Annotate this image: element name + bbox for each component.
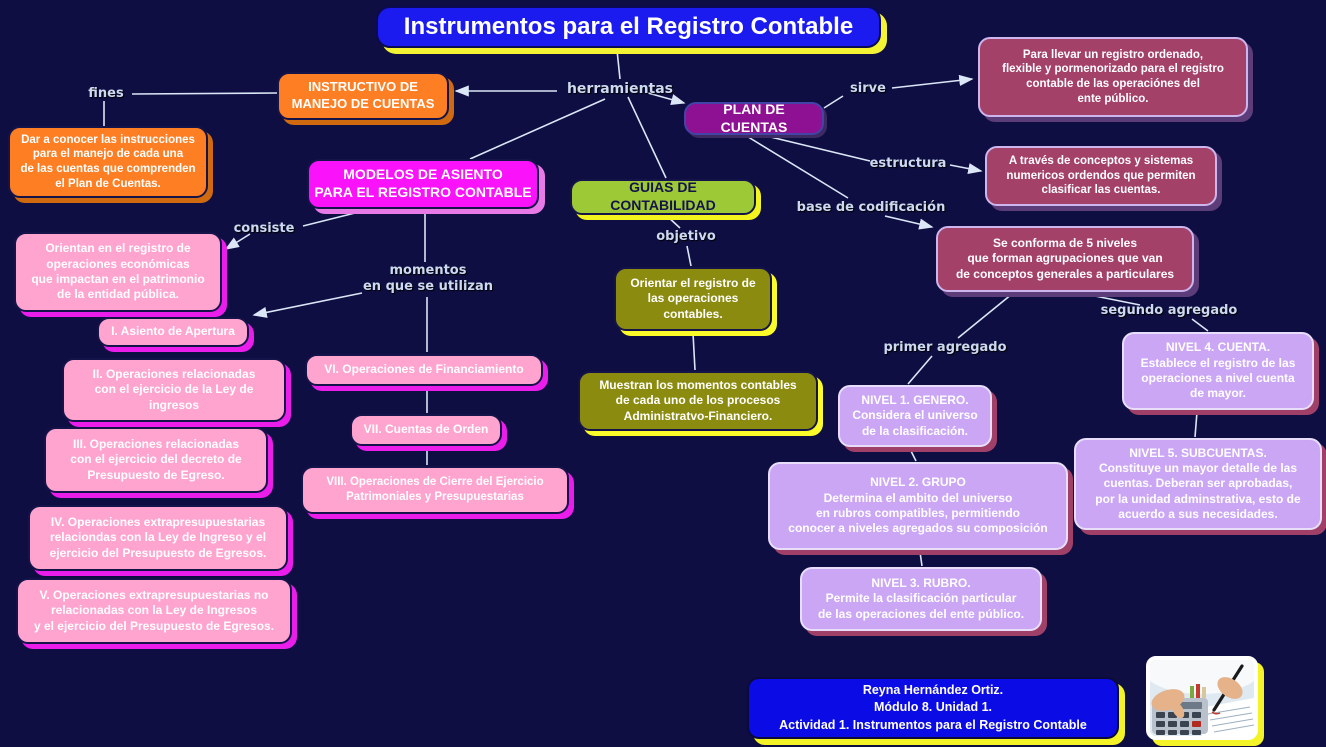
node-asiento-4: IV. Operaciones extrapresupuestarias rel… (28, 505, 288, 571)
line-base-niveles (884, 215, 934, 230)
node-nivel-4: NIVEL 4. CUENTA. Establece el registro d… (1122, 332, 1314, 410)
line-instructivo-fines (131, 92, 278, 95)
line-niveles-primer (957, 293, 1013, 339)
node-guias: GUIAS DE CONTABILIDAD (570, 179, 756, 215)
node-plan-sirve: Para llevar un registro ordenado, flexib… (978, 37, 1248, 117)
node-asiento-3: III. Operaciones relacionadas con el eje… (44, 427, 268, 493)
label-primer-agregado: primer agregado (883, 340, 1007, 355)
line-estructura-box (949, 163, 983, 175)
label-momentos: momentos en que se utilizan (362, 263, 493, 295)
node-nivel-2: NIVEL 2. GRUPO Determina el ambito del u… (768, 462, 1068, 550)
node-nivel-5: NIVEL 5. SUBCUENTAS. Constituye un mayor… (1074, 438, 1322, 530)
line-title-herramientas (616, 49, 621, 80)
line-guias-objetivo (666, 215, 681, 229)
line-objetivo-momentos-box (692, 332, 696, 371)
line-herramientas-guias (627, 96, 667, 179)
node-plan-niveles: Se conforma de 5 niveles que forman agru… (936, 226, 1194, 292)
label-fines: fines (88, 86, 124, 101)
node-asiento-8: VIII. Operaciones de Cierre del Ejercici… (301, 466, 569, 514)
map-title: Instrumentos para el Registro Contable (376, 6, 881, 48)
label-objetivo: objetivo (656, 229, 716, 244)
label-estructura: estructura (869, 156, 947, 171)
node-nivel-1: NIVEL 1. GENERO. Considera el universo d… (838, 385, 992, 447)
line-primer-nivel1 (907, 355, 933, 385)
node-plan-de-cuentas: PLAN DE CUENTAS (684, 101, 824, 135)
node-instructivo-fines: Dar a conocer las instrucciones para el … (8, 126, 208, 198)
line-plan-sirve (823, 95, 844, 109)
line-segundo-nivel4 (1191, 318, 1209, 332)
node-modelos-consiste: Orientan en el registro de operaciones e… (14, 232, 222, 312)
label-herramientas: herramientas (566, 81, 674, 97)
credit-box: Reyna Hernández Ortiz. Módulo 8. Unidad … (747, 677, 1119, 739)
label-sirve: sirve (850, 81, 886, 96)
label-base-codificacion: base de codificación (796, 200, 946, 215)
line-plan-base (744, 134, 849, 199)
label-segundo-agregado: segundo agregado (1100, 303, 1238, 318)
node-guias-objetivo: Orientar el registro de las operaciones … (614, 267, 772, 331)
node-asiento-1: I. Asiento de Apertura (97, 317, 249, 347)
line-momentos-asiento1 (252, 292, 363, 318)
node-plan-estructura: A través de conceptos y sistemas numeric… (985, 146, 1217, 206)
line-herramientas-modelos (469, 98, 606, 160)
accounting-photo-illustration (1150, 660, 1254, 736)
node-modelos: MODELOS DE ASIENTO PARA EL REGISTRO CONT… (307, 159, 539, 209)
line-modelos-consiste (302, 209, 368, 227)
node-instructivo: INSTRUCTIVO DE MANEJO DE CUENTAS (277, 72, 449, 120)
line-objetivo-box (686, 245, 692, 267)
line-plan-estructura (757, 133, 871, 162)
line-nivel2-nivel3 (919, 551, 923, 567)
node-asiento-5: V. Operaciones extrapresupuestarias no r… (16, 578, 292, 644)
node-asiento-2: II. Operaciones relacionadas con el ejer… (62, 358, 286, 422)
line-nivel4-nivel5 (1194, 411, 1198, 438)
node-asiento-6: VI. Operaciones de Financiamiento (305, 354, 543, 386)
node-asiento-7: VII. Cuentas de Orden (350, 414, 502, 446)
line-nivel1-nivel2 (909, 448, 917, 462)
line-sirve-box (891, 74, 974, 89)
node-nivel-3: NIVEL 3. RUBRO. Permite la clasificación… (800, 567, 1042, 631)
node-guias-momentos: Muestran los momentos contables de cada … (578, 371, 818, 431)
label-consiste: consiste (233, 221, 295, 236)
accounting-photo (1146, 656, 1258, 740)
